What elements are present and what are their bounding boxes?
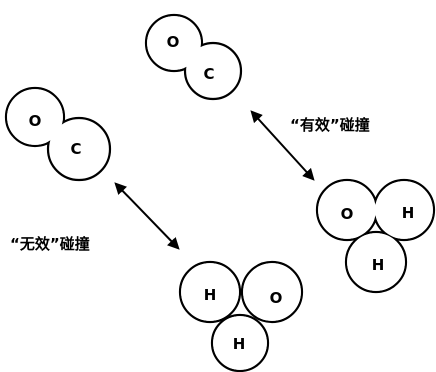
co-molecule-left: O C [4,86,112,182]
ineffective-collision-arrow [114,182,180,250]
atom-h: H [402,204,415,222]
effective-collision-arrow [250,110,315,181]
ineffective-collision-label: “无效”碰撞 [10,235,90,253]
effective-collision-label: “有效”碰撞 [290,116,370,134]
atom-o: O [167,33,180,51]
atom-o: O [29,112,42,130]
atom-o: O [270,289,283,307]
atom-h: H [233,335,246,353]
atom-h: H [204,286,217,304]
water-molecule-bottom: H O H [178,260,304,372]
atom-c: C [70,140,81,158]
water-molecule-right: O H H [315,178,436,294]
atom-h: H [372,256,385,274]
atom-o: O [341,205,354,223]
atom-c: C [203,65,214,83]
co-molecule-top: O C [144,13,243,101]
